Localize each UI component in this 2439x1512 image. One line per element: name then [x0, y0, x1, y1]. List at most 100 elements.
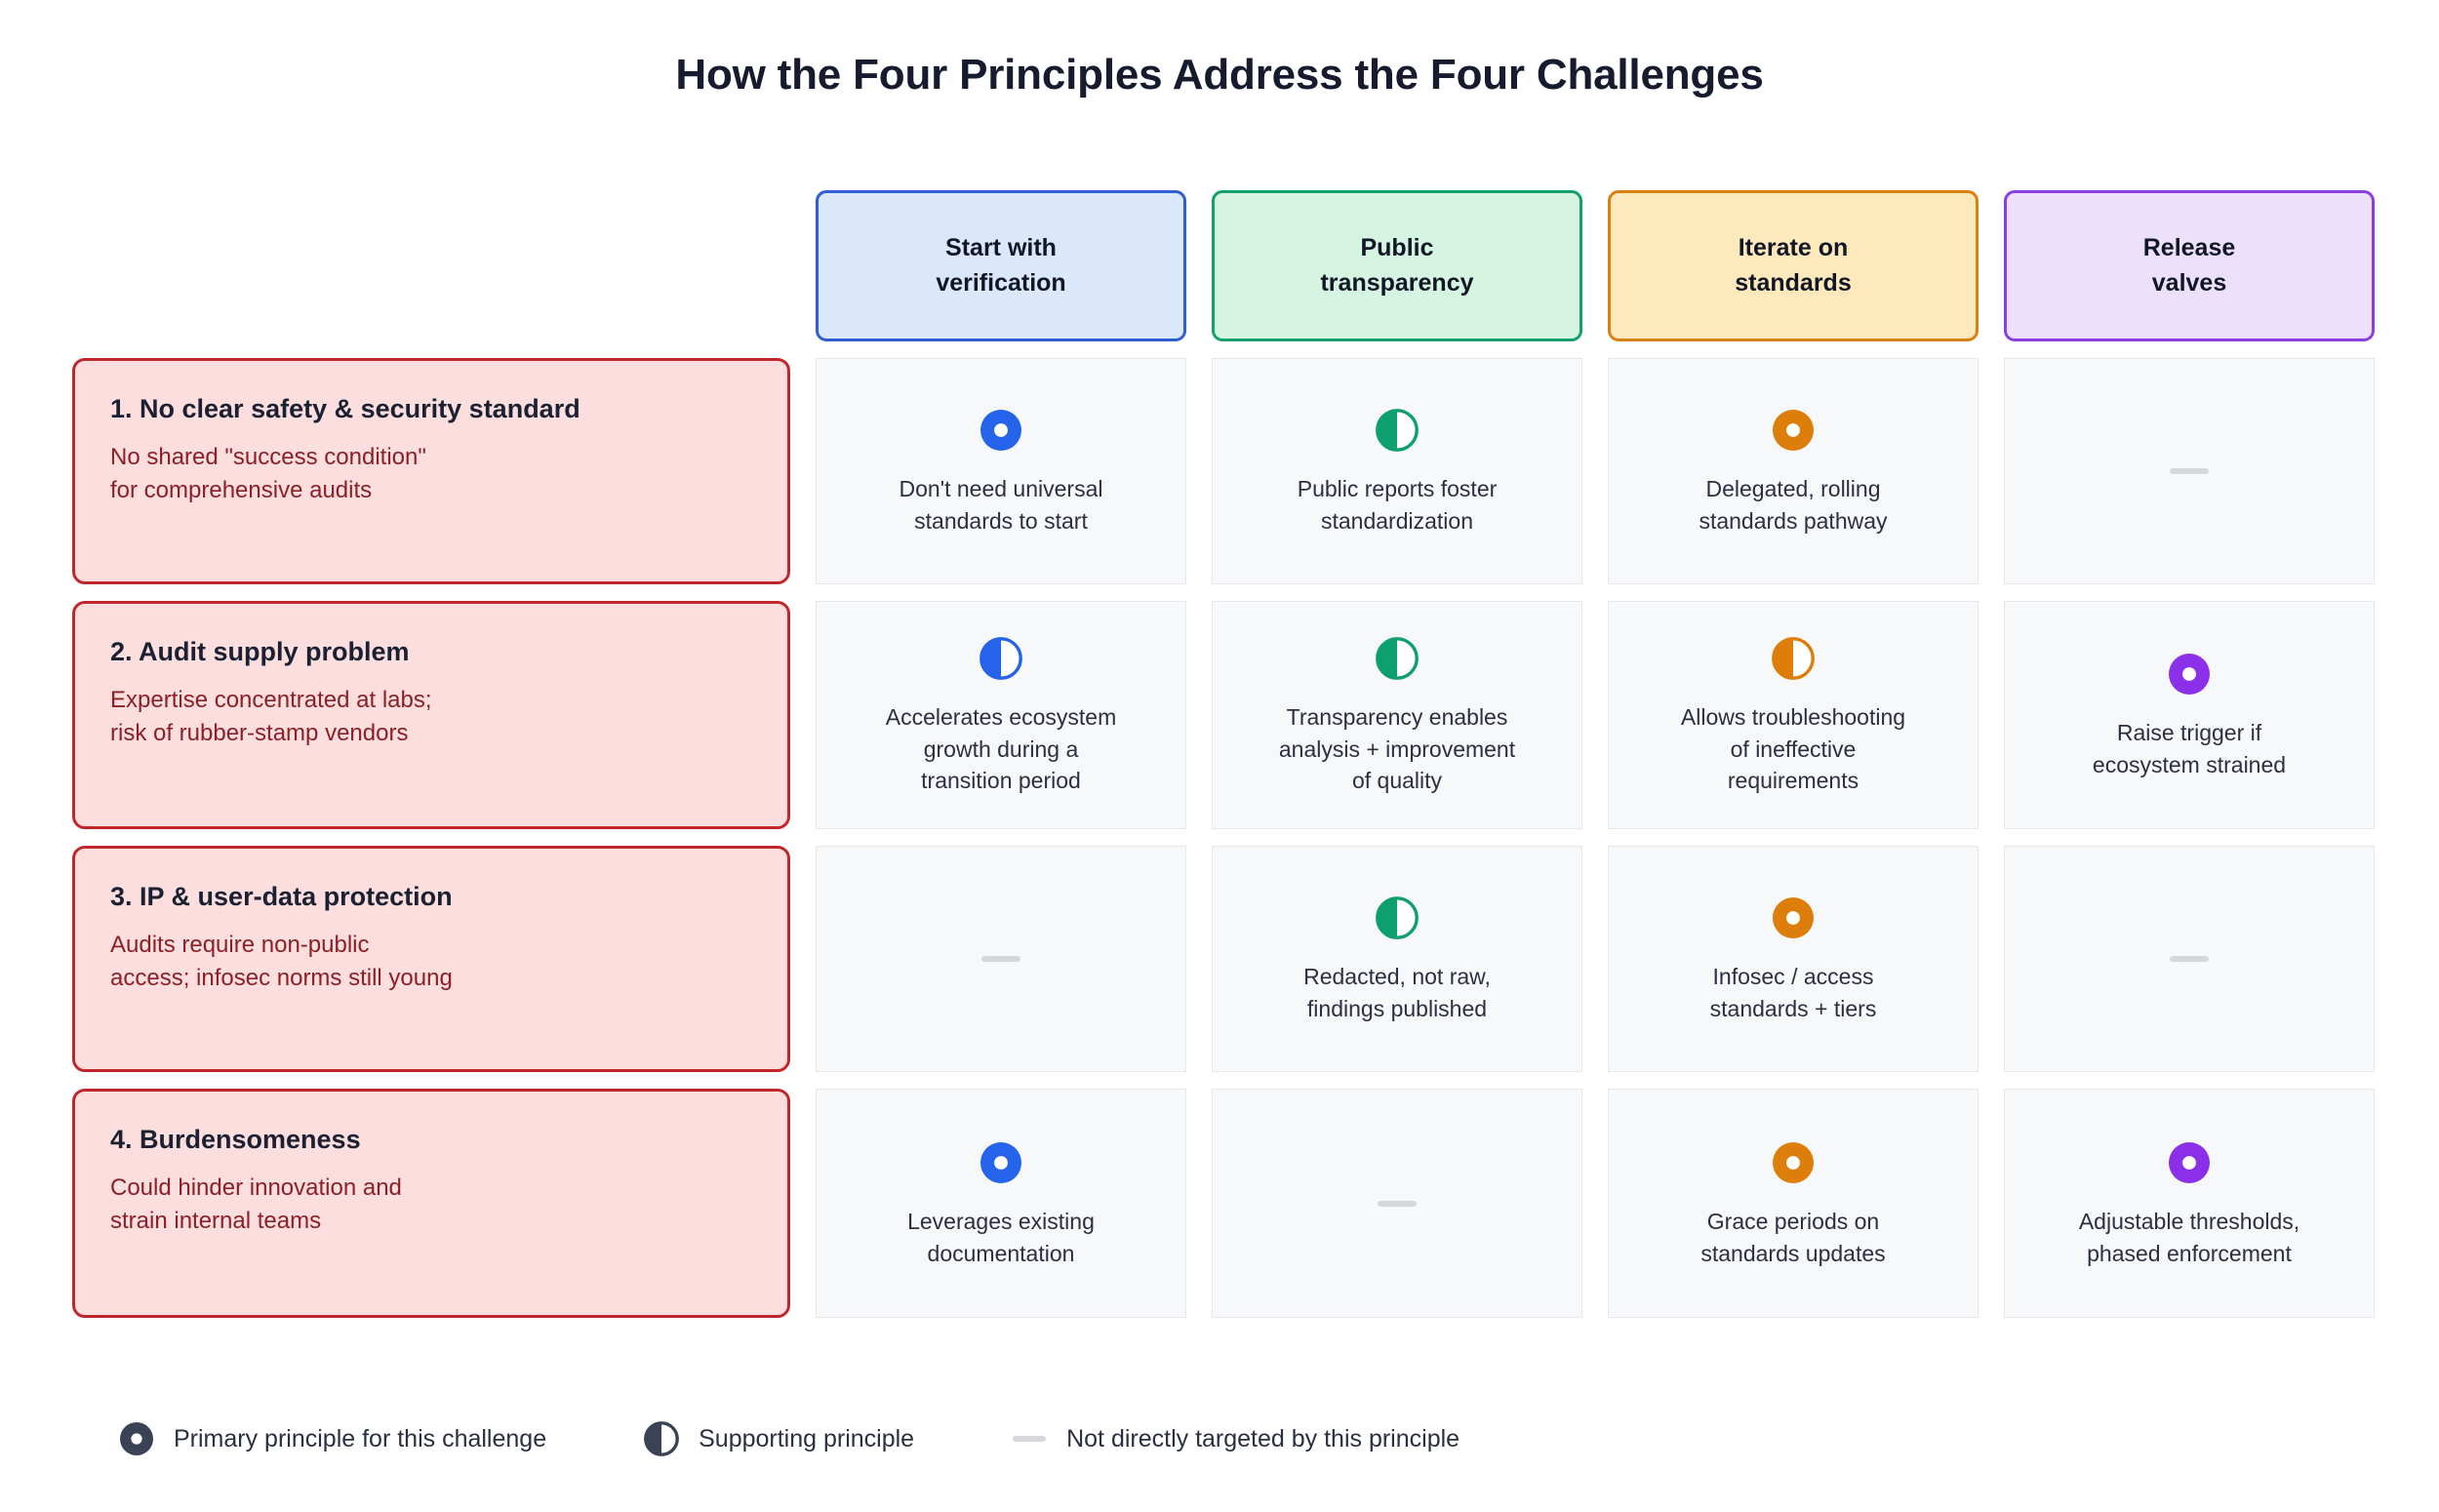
matrix-cell-ip-user-data-protection--iterate-on-standards[interactable]: Infosec / access standards + tiers — [1608, 846, 1979, 1072]
cell-description-line-1: Accelerates ecosystem — [885, 704, 1117, 731]
cell-mark — [980, 405, 1022, 456]
cell-description-line-1: Adjustable thresholds, — [2078, 1208, 2300, 1234]
cell-description-line-1: Delegated, rolling — [1705, 476, 1881, 502]
cell-mark — [2170, 934, 2209, 984]
cell-description-line-3: transition period — [921, 768, 1081, 794]
primary-principle-icon — [2169, 654, 2210, 696]
legend-label: Primary principle for this challenge — [174, 1424, 547, 1452]
legend: Primary principle for this challenge Supp… — [117, 1419, 1555, 1458]
cell-description: Redacted, not raw, findings published — [1303, 961, 1491, 1024]
cell-description: Transparency enables analysis + improveme… — [1279, 701, 1515, 797]
challenge-title: 1. No clear safety & security standard — [110, 394, 580, 423]
challenge-subtitle-line-2: risk of rubber-stamp vendors — [110, 720, 409, 747]
challenge-title: 2. Audit supply problem — [110, 637, 410, 666]
challenge-subtitle-line-1: Expertise concentrated at labs; — [110, 687, 432, 714]
cell-mark — [980, 1137, 1022, 1188]
cell-description-line-2: standards + tiers — [1709, 996, 1877, 1021]
matrix-cell-audit-supply-problem--start-with-verification[interactable]: Accelerates ecosystem growth during a tran… — [816, 601, 1186, 829]
cell-description-line-1: Public reports foster — [1297, 476, 1498, 502]
supporting-principle-icon — [1376, 409, 1419, 453]
not-targeted-icon — [1378, 1200, 1417, 1207]
challenge-title: 4. Burdensomeness — [110, 1125, 361, 1154]
column-header-line-1: Release — [2142, 234, 2236, 261]
cell-description-line-2: growth during a — [923, 736, 1079, 762]
legend-label: Not directly targeted by this principle — [1066, 1424, 1460, 1452]
column-header-line-2: valves — [2151, 268, 2227, 297]
column-header-line-2: standards — [1735, 268, 1852, 297]
challenge-subtitle-line-2: for comprehensive audits — [110, 477, 373, 504]
cell-description-line-1: Infosec / access — [1712, 964, 1874, 990]
column-header-line-1: Start with — [945, 234, 1057, 261]
matrix-cell-burdensomeness--public-transparency[interactable] — [1212, 1089, 1582, 1318]
legend-icon-none — [1010, 1419, 1049, 1458]
primary-principle-icon — [980, 410, 1021, 452]
cell-mark — [2168, 1137, 2211, 1188]
cell-description-line-1: Redacted, not raw, — [1303, 964, 1491, 990]
matrix-cell-no-clear-safety-security-standard--release-valves[interactable] — [2004, 358, 2375, 584]
matrix-cell-audit-supply-problem--public-transparency[interactable]: Transparency enables analysis + improveme… — [1212, 601, 1582, 829]
not-targeted-icon — [2170, 956, 2209, 962]
cell-mark — [981, 934, 1020, 984]
cell-description-line-2: standards to start — [914, 508, 1088, 534]
primary-principle-icon — [1773, 410, 1814, 452]
legend-item-supporting: Supporting principle — [642, 1419, 914, 1458]
cell-description-line-2: analysis + improvement — [1278, 736, 1516, 762]
challenge-subtitle-line-1: Audits require non-public — [110, 932, 370, 959]
primary-principle-icon — [120, 1422, 153, 1455]
legend-label: Supporting principle — [699, 1424, 915, 1452]
cell-description: Delegated, rolling standards pathway — [1699, 473, 1887, 537]
primary-principle-icon — [1773, 897, 1814, 939]
matrix-cell-no-clear-safety-security-standard--iterate-on-standards[interactable]: Delegated, rolling standards pathway — [1608, 358, 1979, 584]
matrix-cell-ip-user-data-protection--public-transparency[interactable]: Redacted, not raw, findings published — [1212, 846, 1582, 1072]
supporting-principle-icon — [644, 1421, 680, 1456]
primary-principle-icon — [1773, 1141, 1814, 1183]
matrix-cell-burdensomeness--release-valves[interactable]: Adjustable thresholds,phased enforcement — [2004, 1089, 2375, 1318]
not-targeted-icon — [2170, 468, 2209, 474]
cell-description-line-2: standards pathway — [1699, 508, 1888, 534]
column-header-release-valves[interactable]: Release valves — [2004, 190, 2375, 341]
legend-icon-primary — [117, 1419, 156, 1458]
cell-mark — [980, 633, 1022, 684]
cell-description-line-2: of ineffective — [1730, 736, 1857, 762]
cell-description-line-2: findings published — [1306, 996, 1488, 1021]
matrix-cell-ip-user-data-protection--release-valves[interactable] — [2004, 846, 2375, 1072]
challenge-subtitle: Expertise concentrated at labs; risk of r… — [110, 684, 752, 750]
legend-item-primary: Primary principle for this challenge — [117, 1419, 546, 1458]
cell-mark — [1772, 405, 1815, 456]
challenge-subtitle-line-1: Could hinder innovation and — [110, 1174, 402, 1202]
challenge-title: 3. IP & user-data protection — [110, 882, 453, 911]
cell-mark — [1772, 1137, 1815, 1188]
cell-description-line-1: Transparency enables — [1286, 704, 1508, 731]
not-targeted-icon — [1013, 1436, 1047, 1442]
challenge-subtitle-line-2: strain internal teams — [110, 1208, 322, 1235]
matrix-cell-ip-user-data-protection--start-with-verification[interactable] — [816, 846, 1186, 1072]
cell-mark — [2168, 649, 2211, 699]
supporting-principle-icon — [1376, 896, 1419, 940]
cell-description-line-2: ecosystem strained — [2092, 752, 2287, 777]
not-targeted-icon — [981, 956, 1020, 962]
legend-item-none: Not directly targeted by this principle — [1010, 1419, 1459, 1458]
challenge-subtitle: No shared "success condition"for compreh… — [110, 441, 752, 507]
cell-description-line-1: Grace periods on — [1706, 1208, 1880, 1234]
